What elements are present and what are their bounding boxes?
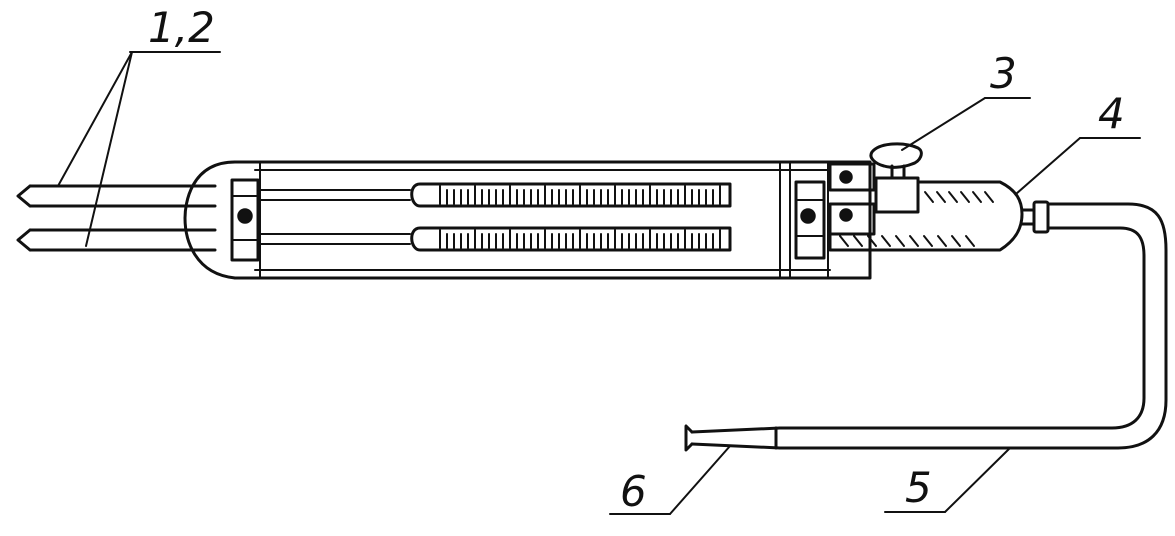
coupling-nut: [1032, 200, 1050, 234]
housing-body: [233, 160, 872, 280]
right-clamp: [794, 180, 826, 260]
valve-knob-icon: [869, 142, 923, 169]
valve-upper-dot: [839, 170, 853, 184]
scale-bottom-ticks: [439, 229, 721, 249]
leader-valve: [901, 97, 986, 151]
right-clamp-body: [794, 180, 826, 260]
leader-connector: [1015, 137, 1081, 195]
scale-top-body: [410, 182, 732, 208]
valve-lower-dot: [839, 208, 853, 222]
housing-left-cap: [183, 160, 237, 280]
hose-outer: [778, 202, 1168, 450]
valve-block-upper: [828, 162, 876, 192]
left-clamp: [230, 178, 260, 262]
main-housing: [183, 160, 872, 280]
valve-stem: [874, 176, 920, 214]
hose: [778, 202, 1168, 450]
internal-tube-bottom: [257, 233, 411, 245]
scale-bottom: [410, 226, 732, 252]
connector-hatch-top: [924, 191, 994, 203]
tip-flare: [684, 424, 694, 452]
probe-tube-bottom: [16, 228, 217, 252]
valve-assembly: [828, 142, 923, 236]
connector-section: [828, 180, 1050, 252]
tip-body: [690, 426, 782, 450]
leader-lines: [57, 51, 1141, 515]
internal-tube-top: [257, 189, 411, 201]
left-clamp-screw: [237, 208, 253, 224]
tip: [684, 424, 782, 452]
leader-hose: [944, 447, 1011, 513]
connector-body: [828, 180, 1024, 252]
internal-tubes: [257, 189, 411, 245]
label-hose: 5: [905, 463, 932, 512]
leader-tube-1: [57, 51, 133, 187]
leader-tube-2: [85, 51, 133, 247]
label-tubes: 1,2: [148, 3, 215, 52]
left-clamp-body: [230, 178, 260, 262]
scale-top-ticks: [439, 185, 721, 205]
probe-tube-top: [16, 184, 217, 208]
label-connector: 4: [1098, 89, 1125, 138]
scale-top: [410, 182, 732, 208]
leader-tip: [669, 445, 731, 515]
valve-block-lower: [828, 202, 876, 236]
connector-hatch-bottom: [839, 235, 975, 247]
label-tip: 6: [620, 467, 647, 516]
right-clamp-screw: [800, 208, 816, 224]
hose-inner: [778, 226, 1146, 430]
scale-bottom-body: [410, 226, 732, 252]
probe-tubes: [16, 184, 217, 252]
label-valve: 3: [990, 49, 1017, 98]
